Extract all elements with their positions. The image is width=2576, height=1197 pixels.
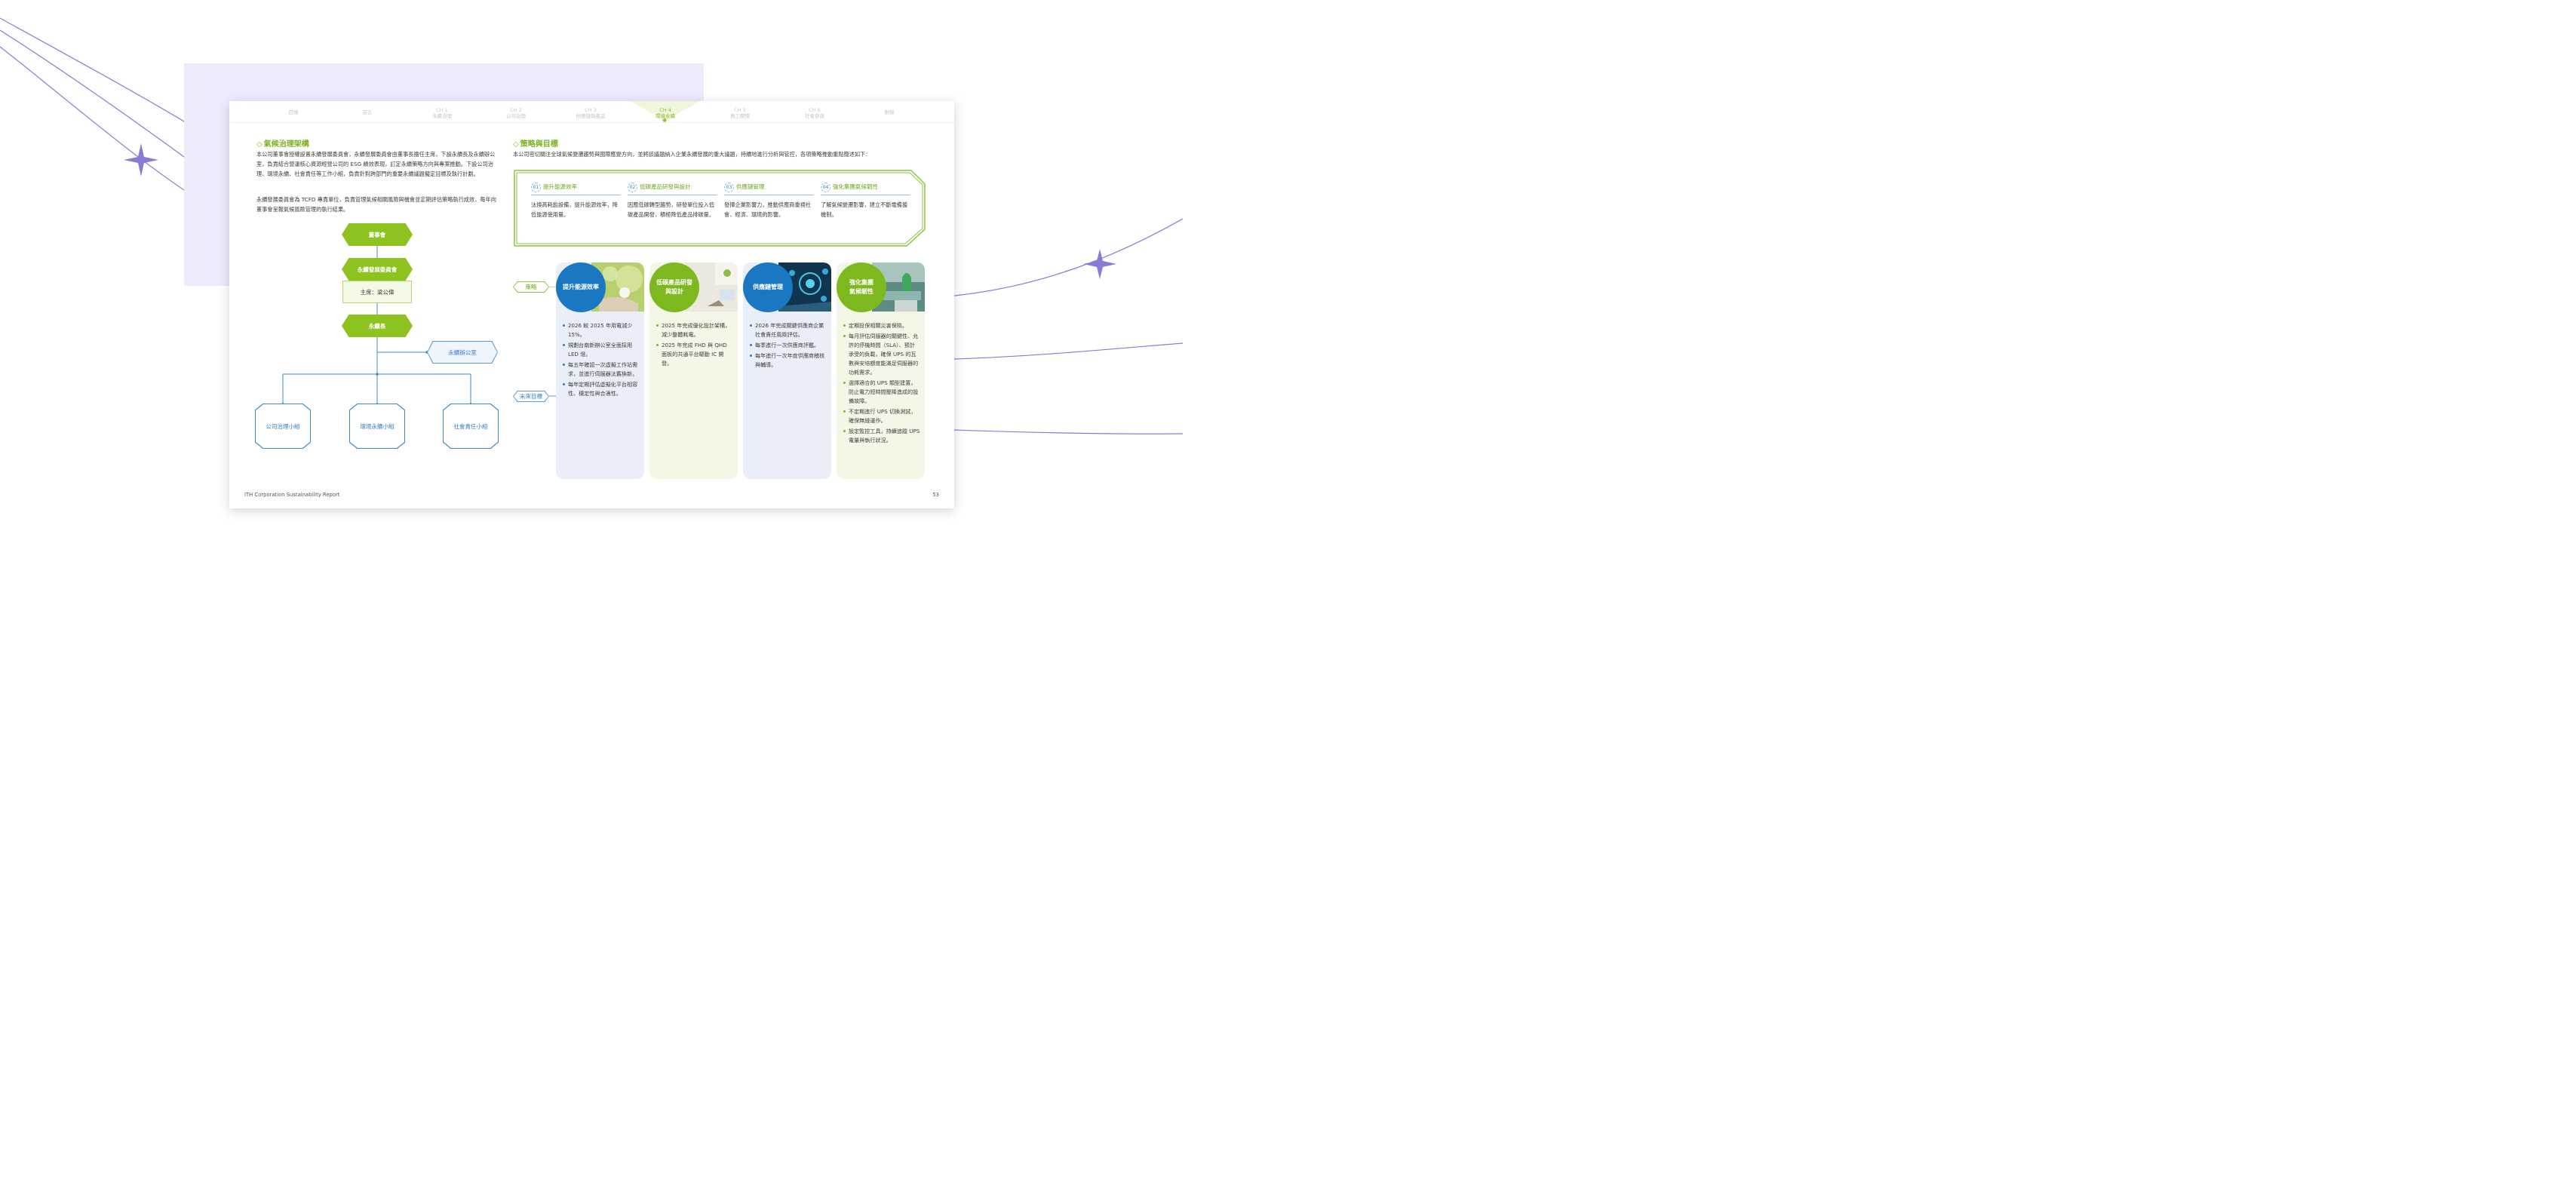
governance-paragraph-2: 永續發展委員會為 TCFD 專責單位，負責管理氣候相關風險與機會並定期評估策略執… [256, 196, 496, 213]
star-icon: ✷ [662, 117, 668, 125]
list-item: 規劃台南新辦公室全面採用 LED 燈。 [563, 341, 640, 359]
tag-future-goals: 未來目標 [513, 391, 549, 402]
list-item: 每年定期評估虛擬化平台相容性、穩定性與合適性。 [563, 380, 640, 398]
list-item: 不定期進行 UPS 切換測試，確保無縫運作。 [843, 407, 920, 425]
list-item: 2025 年完成 FHD 與 QHD 面板的共通平台驅動 IC 開發。 [656, 341, 733, 368]
diamond-icon: ◇ [513, 140, 519, 149]
card-title-low-carbon: 低碳產品研發與設計 [649, 262, 699, 312]
card-title-energy: 提升能源效率 [556, 262, 606, 312]
nav-item-toc[interactable]: 目錄 [288, 109, 299, 115]
org-node-board: 董事會 [342, 223, 413, 246]
org-node-cso: 永續長 [342, 315, 413, 337]
card-bullets-resilience: 定期投保相關災害保險。 每月評估伺服器的關鍵性、允許的停機時間（SLA）、預計承… [843, 321, 920, 447]
card-energy-efficiency: 提升能源效率 2026 較 2025 年用電減少 15%。 規劃台南新辦公室全面… [556, 262, 644, 479]
list-item: 2026 年完成關鍵供應商企業社會責任風險評估。 [750, 321, 827, 339]
card-title-supply-chain: 供應鏈管理 [743, 262, 793, 312]
org-node-environment-group: 環境永續小組 [349, 404, 405, 449]
card-bullets-low-carbon: 2025 年完成優化設計架構，減少整體耗電。 2025 年完成 FHD 與 QH… [656, 321, 733, 370]
list-item: 每月評估伺服器的關鍵性、允許的停機時間（SLA）、預計承受的負載，確保 UPS … [843, 332, 920, 377]
card-title-resilience: 強化集團氣候韌性 [837, 262, 886, 312]
org-node-governance-group: 公司治理小組 [255, 404, 311, 449]
org-node-chair: 主席：梁公偉 [342, 281, 412, 303]
list-item: 2025 年完成優化設計架構，減少整體耗電。 [656, 321, 733, 339]
section-title-strategy: ◇策略與目標 [513, 140, 558, 149]
list-item: 每五年確認一次虛擬工作站需求，並進行伺服器汰舊換新。 [563, 361, 640, 379]
list-item: 定期投保相關災害保險。 [843, 321, 920, 330]
governance-paragraph-1: 本公司董事會授權設置永續發展委員會，永續發展委員會由董事長擔任主席，下設永續長及… [256, 151, 496, 177]
org-node-social-group: 社會責任小組 [443, 404, 499, 449]
section-title-governance: ◇氣候治理架構 [256, 140, 309, 149]
card-climate-resilience: 強化集團氣候韌性 定期投保相關災害保險。 每月評估伺服器的關鍵性、允許的停機時間… [837, 262, 925, 479]
strategy-intro: 本公司密切關注全球氣候變遷趨勢與國際應變方向，並將該議題納入企業永續發展的重大議… [513, 151, 871, 158]
footer-report-name: ITH Corporation Sustainability Report [244, 492, 340, 498]
background-decoration [0, 17, 1183, 434]
list-item: 每季進行一次供應商評鑑。 [750, 341, 827, 350]
card-bullets-supply-chain: 2026 年完成關鍵供應商企業社會責任風險評估。 每季進行一次供應商評鑑。 每年… [750, 321, 827, 371]
nav-item-appendix[interactable]: 附錄 [884, 109, 895, 115]
list-item: 選擇適合的 UPS 類型建置，防止電力短時間壓降造成的設備故障。 [843, 379, 920, 406]
card-supply-chain: 供應鏈管理 2026 年完成關鍵供應商企業社會責任風險評估。 每季進行一次供應商… [743, 262, 831, 479]
org-chart-connectors [281, 235, 472, 406]
list-item: 2026 較 2025 年用電減少 15%。 [563, 321, 640, 339]
list-item: 每年進行一次年度供應商稽核與輔導。 [750, 351, 827, 370]
card-image-energy [591, 262, 644, 312]
org-node-committee: 永續發展委員會 [342, 258, 413, 281]
card-low-carbon-products: 低碳產品研發與設計 2025 年完成優化設計架構，減少整體耗電。 2025 年完… [649, 262, 738, 479]
tag-connectors [549, 287, 557, 397]
nav-item-preface[interactable]: 前言 [362, 109, 373, 115]
org-node-office: 永續辦公室 [427, 341, 498, 364]
strategy-summary-frame [514, 170, 926, 247]
footer-page-number: 53 [932, 492, 939, 498]
card-image-supply-chain [778, 262, 831, 312]
tag-strategy: 策略 [513, 281, 549, 293]
list-item: 設定監控工具，持續追蹤 UPS 電量與執行狀況。 [843, 427, 920, 445]
active-chapter-indicator [631, 101, 700, 121]
diamond-icon: ◇ [256, 140, 263, 149]
card-bullets-energy: 2026 較 2025 年用電減少 15%。 規劃台南新辦公室全面採用 LED … [563, 321, 640, 400]
sparkle-icon [124, 143, 1116, 279]
